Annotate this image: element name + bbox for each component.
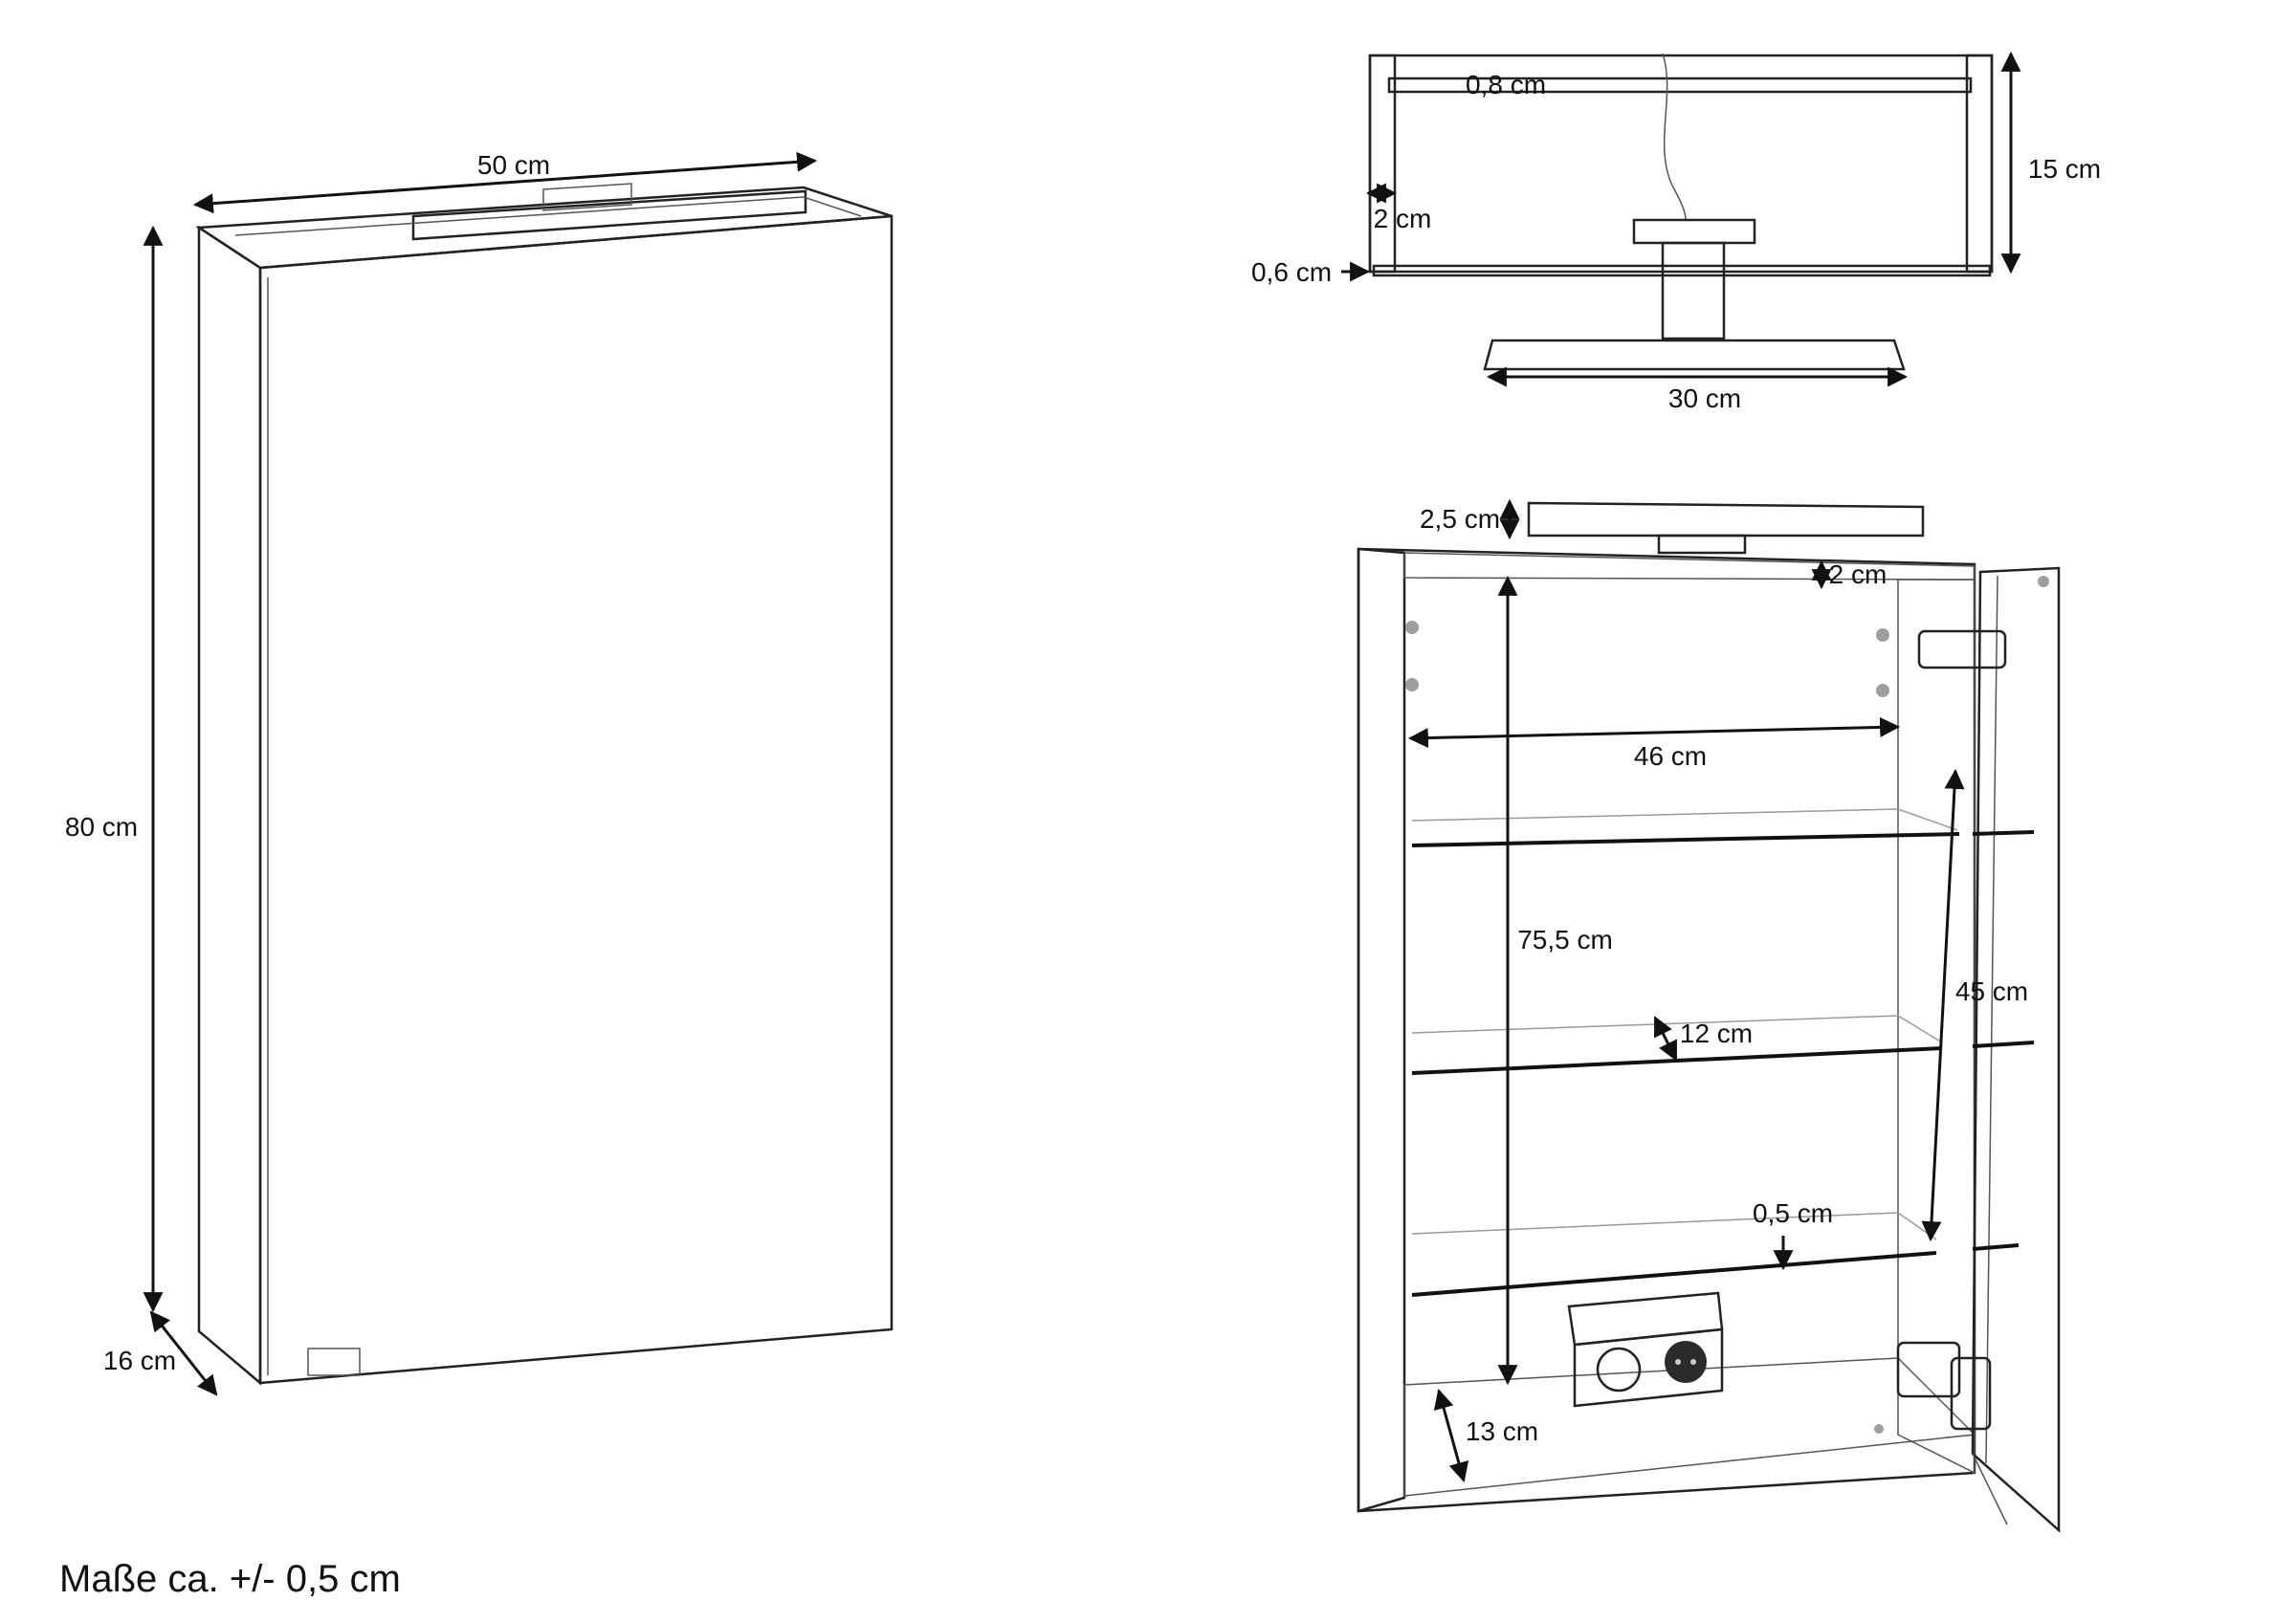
socket-box-front [1573,1327,1724,1408]
top-back-label: 0,6 cm [1251,257,1332,287]
open-view-lamp [1527,501,1925,537]
glass-shelf-3 [1411,1251,1937,1297]
door-height-arrow [1921,768,1965,1242]
open-door [1971,566,2061,1533]
shelf-top-edge [1411,1015,1943,1043]
cabinet-door-front [258,214,894,1385]
top-view-right-wall [1965,54,1994,274]
front-view-cabinet [195,183,894,1386]
lamp-cable [1662,53,1687,221]
bottom-hinge [1896,1341,1961,1398]
door-height-label: 45 cm [1955,976,2028,1006]
top-view-lamp-bar [1483,339,1906,371]
front-depth-label: 16 cm [103,1346,176,1375]
top-hinge [1917,629,2007,669]
cabinet-side-panel [197,225,262,1386]
shelf-pin [1876,684,1889,697]
outlet-hole [1690,1359,1696,1365]
door-shelf-2 [1972,1041,2035,1048]
shelf-thickness-label: 0,5 cm [1753,1198,1833,1228]
depth-arrow [149,1310,218,1396]
shelf-pin [1405,621,1419,634]
bottom-pin [1874,1424,1884,1434]
door-shelf-3 [1972,1243,2020,1251]
open-view-cabinet [1357,501,2061,1533]
top-view-dimensions: 0,8 cm 15 cm 2 cm 0,6 cm 30 cm [1251,51,2101,413]
glass-shelf-1 [1411,832,1960,847]
lamp-height-label: 2,5 cm [1420,504,1500,534]
bottom-socket-cutout [307,1348,361,1376]
inner-width-label: 46 cm [1634,741,1707,771]
inner-top-label: 2 cm [1829,559,1888,589]
shelf-top-edge [1411,808,1958,831]
door-open-line [1972,1453,2008,1525]
front-height-label: 80 cm [65,812,138,842]
tolerance-note: Maße ca. +/- 0,5 cm [59,1558,401,1600]
bottom-depth-arrow [1433,1388,1469,1483]
top-panel-label: 0,8 cm [1466,70,1546,99]
top-view-back-panel [1372,264,1992,277]
top-lamp-bar [411,189,807,241]
front-dimensions: 50 cm 80 cm 16 cm [65,150,818,1396]
top-side-label: 2 cm [1374,204,1432,233]
outlet-hole [1675,1359,1681,1365]
cabinet-top-face [195,186,893,270]
top-view-lamp-arm [1661,241,1726,340]
inner-height-label: 75,5 cm [1517,925,1613,954]
door-pin [2038,576,2049,587]
top-view-mount-plate [1632,218,1756,245]
open-view-dimensions: 2,5 cm 2 cm 46 cm 75,5 cm 45 cm 12 cm 0,… [1407,498,2028,1483]
glass-shelf-2 [1411,1046,1943,1075]
top-view-top-panel [1387,77,1973,94]
bottom-hinge-arm [1950,1356,1992,1431]
top-lamp-label: 30 cm [1668,384,1741,413]
door-shelf-1 [1972,830,2035,836]
carcass-right-inner [1897,579,1976,1475]
switch-icon [1596,1347,1642,1393]
open-view-lamp-mount [1657,534,1747,555]
top-height-label: 15 cm [2028,154,2101,184]
shelf-depth-label: 12 cm [1680,1019,1753,1048]
power-outlet-icon [1665,1341,1707,1383]
shelf-top-edge [1411,1212,1937,1240]
carcass-bottom [1403,1357,1976,1497]
width-arrow [192,151,818,214]
top-view-left-wall [1368,54,1397,274]
top-view-body [1368,54,1994,274]
inner-width-arrow [1407,716,1901,749]
carcass-left-side [1357,547,1406,1513]
front-width-label: 50 cm [477,150,550,180]
door-inner-edge [1985,575,1998,1464]
shelf-depth-arrow [1653,1016,1678,1062]
shelf-pin [1405,678,1419,691]
bottom-depth-label: 13 cm [1466,1416,1538,1446]
shelf-pin [1876,628,1889,642]
top-view-cabinet [1368,53,1994,371]
